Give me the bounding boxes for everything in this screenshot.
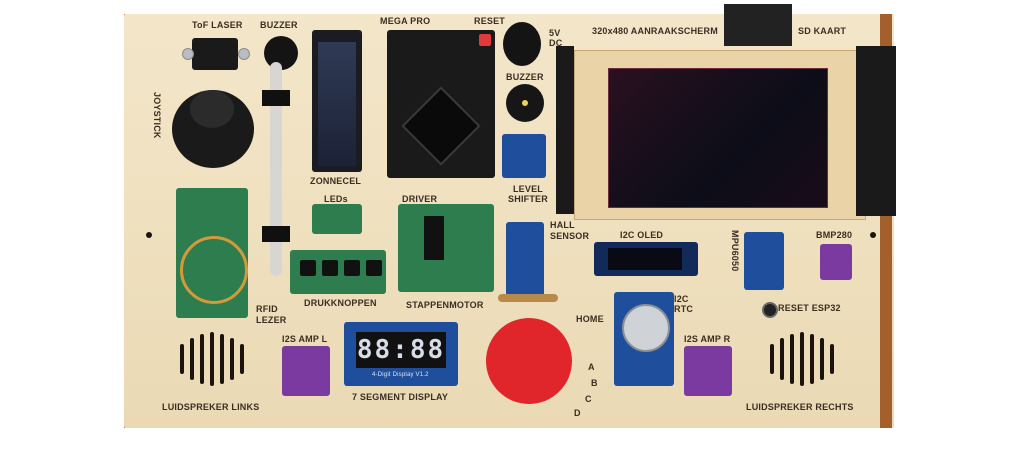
joystick-knob-icon <box>190 90 234 128</box>
mount-hole-icon <box>146 232 152 238</box>
speaker-slot <box>820 338 824 380</box>
slider-track[interactable] <box>270 62 282 276</box>
i2c-oled-label: I2C OLED <box>620 230 664 240</box>
led-bar <box>312 204 362 234</box>
speaker-slot <box>780 338 784 380</box>
reset-button[interactable] <box>479 34 491 46</box>
reset-top-label: RESET <box>474 16 506 26</box>
luidspreker-links-label: LUIDSPREKER LINKS <box>162 402 260 412</box>
speaker-slot <box>220 334 224 384</box>
seven-segment-label: 7 SEGMENT DISPLAY <box>352 392 449 402</box>
luidspreker-rechts-label: LUIDSPREKER RECHTS <box>746 402 854 412</box>
screen-label: 320x480 AANRAAKSCHERM <box>592 26 718 36</box>
home-label: HOME <box>576 314 604 324</box>
speaker-slot <box>810 334 814 384</box>
sd-card-slot <box>724 4 792 46</box>
bmp280-module <box>820 244 852 280</box>
screen-bracket-right <box>856 46 896 216</box>
mpu6050-module <box>744 232 784 290</box>
speaker-grille-right <box>770 344 774 374</box>
mega-pro-label: MEGA PRO <box>380 16 431 26</box>
mount-hole-icon <box>870 232 876 238</box>
reset-esp32-button[interactable] <box>762 302 778 318</box>
reset-esp32-label: RESET ESP32 <box>778 303 841 313</box>
slider-clamp-icon <box>262 90 290 106</box>
speaker-slot <box>230 338 234 380</box>
screw-icon <box>182 48 194 60</box>
level-shifter-module <box>502 134 546 178</box>
oled-screen <box>608 248 682 270</box>
screen-bracket-left <box>556 46 574 214</box>
tof-laser-label: ToF LASER <box>192 20 243 30</box>
level-shifter-label: LEVEL SHIFTER <box>508 184 548 204</box>
dial-label-d: D <box>574 408 581 418</box>
bmp-label: BMP280 <box>816 230 853 240</box>
speaker-slot <box>200 334 204 384</box>
joystick-label: JOYSTICK <box>152 92 162 139</box>
screw-icon <box>238 48 250 60</box>
i2s-amp-r-label: I2S AMP R <box>684 334 731 344</box>
stappenmotor-label: STAPPENMOTOR <box>406 300 484 310</box>
driver-label: DRIVER <box>402 194 438 204</box>
rfid-label: RFID LEZER <box>256 304 287 325</box>
dc-jack <box>503 22 541 66</box>
stepper-shaft <box>498 294 558 302</box>
i2s-amp-r-module <box>684 346 732 396</box>
speaker-slot <box>240 344 244 374</box>
speaker-slot <box>790 334 794 384</box>
slider-clamp-icon <box>262 226 290 242</box>
rotary-dial[interactable] <box>486 318 572 404</box>
buzzer-mid-label: BUZZER <box>506 72 544 82</box>
i2c-rtc-label: I2C RTC <box>674 294 694 314</box>
push-button-4[interactable] <box>366 260 382 276</box>
push-button-2[interactable] <box>322 260 338 276</box>
mpu-label: MPU6050 <box>730 230 740 272</box>
stepper-driver-module <box>398 204 494 292</box>
tof-laser-module <box>192 38 238 70</box>
buzzer-hole-icon <box>522 100 528 106</box>
solar-cell-panel <box>318 42 356 166</box>
hall-sensor-module <box>506 222 544 296</box>
sd-kaart-label: SD KAART <box>798 26 847 36</box>
i2s-amp-l-label: I2S AMP L <box>282 334 328 344</box>
speaker-slot <box>800 332 804 386</box>
dial-label-a: A <box>588 362 595 372</box>
coin-cell-icon <box>622 304 670 352</box>
i2s-amp-l-module <box>282 346 330 396</box>
speaker-slot <box>210 332 214 386</box>
speaker-slot <box>190 338 194 380</box>
leds-label: LEDs <box>324 194 348 204</box>
touchscreen-display[interactable] <box>608 68 828 208</box>
zonnecel-label: ZONNECEL <box>310 176 362 186</box>
dial-label-b: B <box>591 378 598 388</box>
push-button-1[interactable] <box>300 260 316 276</box>
buzzer-top-label: BUZZER <box>260 20 298 30</box>
seven-segment-digits: 88:88 <box>356 332 446 368</box>
speaker-grille-left <box>180 344 184 374</box>
dial-label-c: C <box>585 394 592 404</box>
rfid-antenna-icon <box>180 236 248 304</box>
driver-chip <box>424 216 444 260</box>
push-button-3[interactable] <box>344 260 360 276</box>
hall-sensor-label: HALL SENSOR <box>550 220 590 241</box>
drukknoppen-label: DRUKKNOPPEN <box>304 298 377 308</box>
5v-dc-label: 5V DC <box>549 28 563 48</box>
display-caption: 4-Digit Display V1.2 <box>372 372 429 378</box>
speaker-slot <box>830 344 834 374</box>
